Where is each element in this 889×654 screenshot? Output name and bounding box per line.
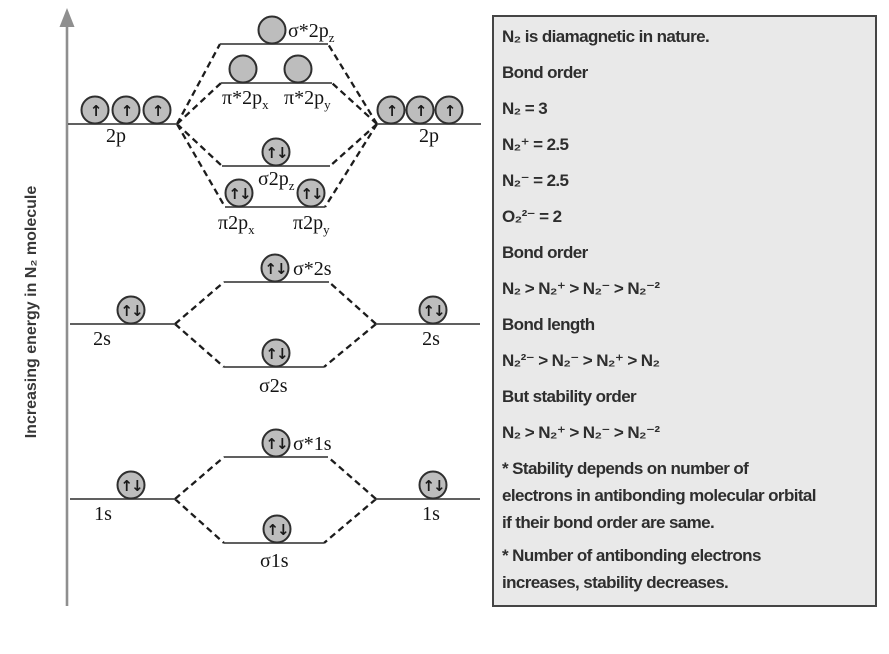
single-electron-icon: ↑ [121, 102, 132, 120]
level-sigma-1s: ↑↓ σ1s [224, 514, 324, 572]
paired-electrons-icon: ↑↓ [265, 345, 286, 363]
info-note: * Stability depends on number of electro… [502, 459, 817, 532]
orbital-label: σ2pz [258, 168, 295, 193]
paired-electrons-icon: ↑↓ [228, 185, 249, 203]
info-line: N₂ = 3 [502, 99, 548, 118]
level-sigma-star-2pz: σ*2pz [220, 15, 335, 45]
orbital-circle [262, 514, 292, 544]
orbital-circle [405, 95, 435, 125]
orbital-circle-empty [228, 54, 258, 84]
info-line: N₂²⁻ > N₂⁻ > N₂⁺ > N₂ [502, 351, 660, 370]
info-line: Bond order [502, 243, 588, 262]
paired-electrons-icon: ↑↓ [265, 144, 286, 162]
orbital-circle-empty [283, 54, 313, 84]
level-atomic-1s-left: ↑↓ 1s [70, 470, 175, 525]
up-arrow-icon [59, 8, 75, 27]
orbital-label: π2px [218, 212, 255, 237]
paired-electrons-icon: ↑↓ [266, 521, 287, 539]
info-note: * Number of antibonding electrons increa… [502, 546, 761, 592]
orbital-circle [116, 470, 146, 500]
paired-electrons-icon: ↑↓ [264, 260, 285, 278]
level-sigma-star-1s: ↑↓ σ*1s [224, 428, 332, 458]
level-sigma-2s: ↑↓ σ2s [224, 338, 324, 397]
info-line: Bond order [502, 63, 588, 82]
level-atomic-2p-right: ↑ ↑ ↑ 2p [376, 95, 481, 147]
orbital-label: σ1s [260, 550, 289, 572]
orbital-circle [418, 470, 448, 500]
energy-axis-label: Increasing energy in N₂ molecule [23, 186, 40, 439]
energy-axis: Increasing energy in N₂ molecule [23, 8, 75, 606]
single-electron-icon: ↑ [444, 102, 455, 120]
orbital-circle [116, 295, 146, 325]
level-sigma-star-2s: ↑↓ σ*2s [224, 253, 332, 283]
paired-electrons-icon: ↑↓ [422, 302, 443, 320]
info-line: N₂ is diamagnetic in nature. [502, 27, 710, 46]
atomic-level-label: 2s [422, 328, 440, 350]
orbital-circle [296, 178, 326, 208]
orbital-label: σ2s [259, 375, 288, 397]
orbital-circle [418, 295, 448, 325]
orbital-circle [111, 95, 141, 125]
atomic-level-label: 2p [106, 125, 126, 147]
orbital-circle [261, 428, 291, 458]
atomic-level-label: 2s [93, 328, 111, 350]
info-panel: N₂ is diamagnetic in nature. Bond order … [492, 15, 877, 607]
info-line: N₂ > N₂⁺ > N₂⁻ > N₂⁻² [502, 279, 660, 298]
mixing-connectors [174, 43, 378, 544]
level-pi-star-2p: π*2px π*2py [221, 54, 332, 112]
orbital-label: π*2px [222, 87, 269, 112]
orbital-label: π2py [293, 212, 330, 237]
info-line: N₂ > N₂⁺ > N₂⁻ > N₂⁻² [502, 423, 660, 442]
single-electron-icon: ↑ [152, 102, 163, 120]
level-pi-2p: ↑↓ ↑↓ π2px π2py [218, 178, 330, 237]
orbital-circle-empty [257, 15, 287, 45]
paired-electrons-icon: ↑↓ [265, 435, 286, 453]
orbital-label: π*2py [284, 87, 331, 112]
orbital-circle [260, 253, 290, 283]
connector-lines [174, 43, 378, 544]
atomic-level-label: 1s [422, 503, 440, 525]
orbital-label: σ*1s [293, 433, 332, 455]
paired-electrons-icon: ↑↓ [120, 477, 141, 495]
single-electron-icon: ↑ [415, 102, 426, 120]
info-line: N₂⁺ = 2.5 [502, 135, 569, 154]
orbital-label: σ*2pz [288, 20, 335, 45]
atomic-level-label: 2p [419, 125, 439, 147]
orbital-circle [224, 178, 254, 208]
orbital-circle [142, 95, 172, 125]
single-electron-icon: ↑ [90, 102, 101, 120]
level-atomic-2p-left: ↑ ↑ ↑ 2p [68, 95, 177, 147]
orbital-circle [261, 137, 291, 167]
level-atomic-2s-left: ↑↓ 2s [70, 295, 175, 350]
paired-electrons-icon: ↑↓ [120, 302, 141, 320]
info-line: Bond length [502, 315, 595, 334]
paired-electrons-icon: ↑↓ [300, 185, 321, 203]
info-line: N₂⁻ = 2.5 [502, 171, 569, 190]
single-electron-icon: ↑ [386, 102, 397, 120]
info-line: But stability order [502, 387, 637, 406]
orbital-circle [80, 95, 110, 125]
orbital-circle [376, 95, 406, 125]
atomic-level-label: 1s [94, 503, 112, 525]
level-atomic-1s-right: ↑↓ 1s [376, 470, 480, 525]
orbital-label: σ*2s [293, 258, 332, 280]
orbital-circle [434, 95, 464, 125]
paired-electrons-icon: ↑↓ [422, 477, 443, 495]
level-atomic-2s-right: ↑↓ 2s [376, 295, 480, 350]
info-line: O₂²⁻ = 2 [502, 207, 562, 226]
orbital-circle [261, 338, 291, 368]
level-sigma-2pz: ↑↓ σ2pz [222, 137, 330, 193]
